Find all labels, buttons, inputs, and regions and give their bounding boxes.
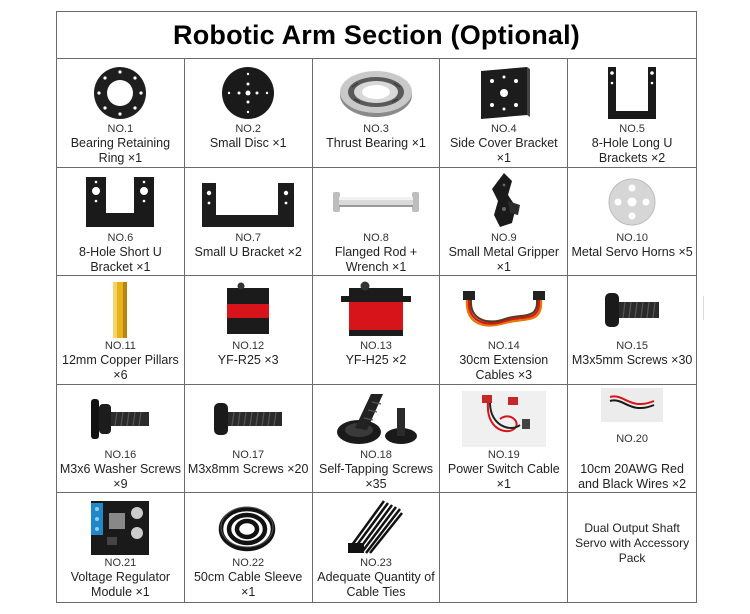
part-name: 10cm 20AWG Red and Black Wires ×2 [578, 461, 687, 491]
part-number: NO.9 [490, 231, 517, 244]
part-cell: NO.1 Bearing Retaining Ring ×1 [57, 59, 185, 168]
part-name: M3x5mm Screws ×30 [571, 353, 693, 368]
servo-pack-note: Dual Output Shaft Servo with Accessory P… [575, 521, 690, 566]
part-name: Flanged Rod + Wrench ×1 [334, 244, 418, 274]
small-disc-icon [222, 67, 275, 119]
part-cell: NO.16 M3x6 Washer Screws ×9 [57, 384, 185, 494]
long-u-bracket-icon [608, 67, 657, 119]
servo-small-icon [227, 282, 270, 335]
servo-large-icon [340, 281, 411, 337]
part-cell: NO.9 Small Metal Gripper ×1 [440, 167, 569, 277]
part-cell: NO.11 12mm Copper Pillars ×6 [57, 276, 185, 385]
part-name: Small Disc ×1 [209, 136, 287, 150]
part-name: Thrust Bearing ×1 [326, 136, 426, 150]
part-name: Bearing Retaining Ring ×1 [70, 136, 171, 165]
part-name: YF-H25 ×2 [345, 353, 407, 368]
small-u-bracket-icon [202, 182, 295, 227]
part-name: M3x6 Washer Screws ×9 [59, 461, 181, 491]
thrust-bearing-icon [339, 71, 412, 117]
part-cell: NO.20 10cm 20AWG Red and Black Wires ×2 [568, 385, 696, 494]
part-cell: NO.10 Metal Servo Horns ×5 [568, 168, 696, 277]
copper-pillar-icon [113, 282, 128, 339]
part-name: 12mm Copper Pillars ×6 [62, 353, 179, 383]
part-name: Side Cover Bracket ×1 [449, 136, 558, 165]
part-cell: NO.13 YF-H25 ×2 [312, 276, 441, 385]
part-number: NO.21 [104, 557, 137, 570]
power-switch-cable-icon [461, 390, 546, 447]
servo-pack-cell: Dual Output Shaft Servo with Accessory P… [568, 493, 696, 602]
washer-screw-icon [91, 398, 150, 439]
servo-horn-icon [608, 178, 656, 226]
parts-grid: NO.1 Bearing Retaining Ring ×1 NO.2 Smal… [57, 59, 696, 602]
part-number: NO.14 [487, 340, 520, 353]
part-number: NO.15 [616, 340, 648, 353]
part-cell: NO.17 M3x8mm Screws ×20 [184, 384, 313, 494]
part-name: Power Switch Cable ×1 [447, 461, 560, 491]
side-cover-bracket-icon [480, 67, 530, 119]
part-name: YF-R25 ×3 [217, 353, 279, 368]
flanged-rod-icon [332, 191, 419, 212]
part-cell: NO.7 Small U Bracket ×2 [184, 167, 313, 277]
part-number: NO.20 [616, 432, 648, 445]
part-cell: NO.15 M3x5mm Screws ×30 [568, 276, 696, 385]
part-number: NO.7 [235, 231, 262, 244]
part-number: NO.2 [235, 123, 262, 135]
part-name: 8-Hole Long U Brackets ×2 [591, 136, 673, 165]
extension-cable-icon [462, 291, 545, 327]
part-cell: NO.3 Thrust Bearing ×1 [312, 59, 441, 168]
voltage-regulator-icon [91, 501, 150, 556]
part-number: NO.8 [363, 231, 389, 244]
part-name: Metal Servo Horns ×5 [571, 244, 693, 259]
bearing-retaining-ring-icon [94, 67, 147, 119]
part-name: Small Metal Gripper ×1 [448, 244, 560, 274]
part-name: 8-Hole Short U Bracket ×1 [79, 244, 162, 274]
part-cell: NO.8 Flanged Rod + Wrench ×1 [312, 167, 441, 277]
screw-short-icon [605, 293, 660, 328]
part-number: NO.13 [360, 340, 392, 353]
part-name: Adequate Quantity of Cable Ties [317, 570, 435, 600]
part-cell: NO.12 YF-R25 ×3 [184, 276, 313, 385]
part-number: NO.6 [107, 231, 134, 244]
empty-cell [440, 493, 569, 602]
part-cell: NO.19 Power Switch Cable ×1 [440, 384, 569, 494]
part-number: NO.16 [104, 448, 137, 461]
part-cell: NO.5 8-Hole Long U Brackets ×2 [568, 59, 696, 168]
edge-divider [703, 296, 710, 320]
part-cell: NO.22 50cm Cable Sleeve ×1 [185, 493, 313, 602]
part-cell: NO.4 Side Cover Bracket ×1 [440, 59, 569, 168]
part-name: Self-Tapping Screws ×35 [319, 461, 433, 491]
part-cell: NO.18 Self-Tapping Screws ×35 [312, 384, 441, 494]
part-cell: NO.23 Adequate Quantity of Cable Ties [313, 493, 441, 602]
part-number: NO.18 [360, 448, 392, 461]
page-title: Robotic Arm Section (Optional) [57, 12, 696, 59]
part-number: NO.11 [104, 340, 136, 353]
part-number: NO.23 [360, 557, 392, 570]
part-name: 30cm Extension Cables ×3 [459, 353, 549, 383]
part-name: 50cm Cable Sleeve ×1 [193, 570, 303, 600]
part-cell: NO.6 8-Hole Short U Bracket ×1 [57, 167, 185, 277]
part-cell: NO.2 Small Disc ×1 [184, 59, 313, 168]
part-number: NO.4 [490, 123, 517, 135]
part-number: NO.5 [619, 123, 645, 135]
cable-ties-icon [347, 500, 403, 555]
part-number: NO.1 [107, 123, 134, 135]
part-number: NO.10 [616, 231, 648, 244]
screw-long-icon [214, 402, 283, 435]
red-black-wires-icon [601, 387, 664, 422]
cable-sleeve-icon [218, 506, 276, 552]
self-tapping-screw-icon [336, 393, 417, 444]
part-number: NO.19 [487, 448, 520, 461]
part-name: Voltage Regulator Module ×1 [70, 570, 171, 600]
part-name: Small U Bracket ×2 [194, 244, 302, 259]
part-number: NO.12 [232, 340, 265, 353]
short-u-bracket-icon [86, 176, 155, 227]
part-number: NO.3 [363, 123, 389, 135]
part-number: NO.22 [232, 557, 265, 570]
metal-gripper-icon [491, 172, 520, 227]
parts-sheet: Robotic Arm Section (Optional) NO.1 Bear… [56, 11, 697, 603]
part-number: NO.17 [232, 448, 265, 461]
part-cell: NO.21 Voltage Regulator Module ×1 [57, 493, 185, 602]
part-name: M3x8mm Screws ×20 [187, 461, 309, 476]
part-cell: NO.14 30cm Extension Cables ×3 [440, 276, 569, 385]
